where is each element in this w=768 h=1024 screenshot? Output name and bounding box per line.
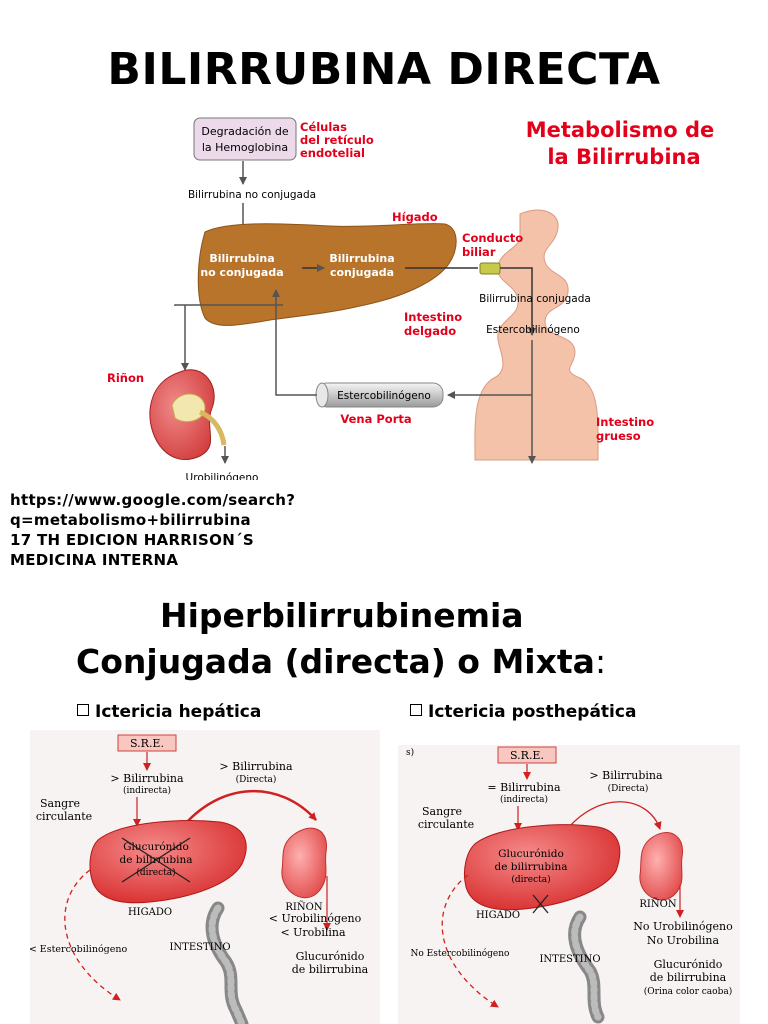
reference-book-line2: MEDICINA INTERNA bbox=[10, 550, 295, 570]
bullet-posthepatic-label: Ictericia posthepática bbox=[428, 702, 636, 722]
left-urine-line2: < Urobilina bbox=[280, 926, 346, 939]
higado-label: Hígado bbox=[392, 210, 438, 224]
left-glucuronido-line1: Glucurónido bbox=[123, 841, 189, 853]
urobilinogen-label: Urobilinógeno bbox=[186, 472, 259, 480]
portal-vein-end bbox=[316, 383, 328, 407]
left-sangre-line1: Sangre bbox=[40, 797, 80, 810]
left-bili-direct-line2: (Directa) bbox=[236, 774, 277, 785]
conducto-label-line2: biliar bbox=[462, 245, 496, 259]
posthepatic-jaundice-diagram: s) S.R.E. = Bilirrubina (indirecta) > Bi… bbox=[398, 745, 740, 1024]
right-urine-line4: de bilirrubina bbox=[650, 971, 727, 984]
left-bili-indirect-line2: (indirecta) bbox=[123, 785, 171, 796]
reference-url-line2[interactable]: q=metabolismo+bilirrubina bbox=[10, 510, 295, 530]
celulas-label-line3: endotelial bbox=[300, 146, 365, 160]
kidney-pelvis bbox=[172, 394, 205, 422]
degradation-label-line2: la Hemoglobina bbox=[202, 141, 288, 154]
right-corner-label: s) bbox=[406, 747, 414, 758]
celulas-label-line2: del retículo bbox=[300, 133, 374, 147]
checkbox-icon bbox=[77, 704, 89, 716]
kidney-shape-left bbox=[282, 828, 327, 898]
left-sangre-line2: circulante bbox=[36, 810, 92, 823]
hepatic-jaundice-diagram: S.R.E. > Bilirrubina (indirecta) > Bilir… bbox=[30, 730, 380, 1024]
bullet-hepatic-label: Ictericia hepática bbox=[95, 702, 261, 722]
stercobilinogen-intestine-label: Estercobilinógeno bbox=[486, 324, 580, 336]
intestino-delgado-line2: delgado bbox=[404, 324, 456, 338]
unconjugated-bilirubin-label: Bilirrubina no conjugada bbox=[188, 189, 316, 201]
celulas-label-line1: Células bbox=[300, 120, 347, 134]
reference-book-line1: 17 TH EDICION HARRISON´S bbox=[10, 530, 295, 550]
right-urine-line5: (Orina color caoba) bbox=[644, 986, 732, 997]
liver-left-label-line2: no conjugada bbox=[200, 266, 283, 279]
bullet-posthepatic: Ictericia posthepática bbox=[410, 702, 636, 722]
right-rinon-label: RIÑON bbox=[639, 898, 676, 910]
left-urine-line4: de bilirrubina bbox=[292, 963, 369, 976]
checkbox-icon bbox=[410, 704, 422, 716]
subtitle-line2: Conjugada (directa) o Mixta: bbox=[76, 642, 606, 681]
right-glucuronido-line2: de bilirrubina bbox=[495, 861, 568, 873]
rinon-label: Riñon bbox=[107, 371, 144, 385]
right-urine-line3: Glucurónido bbox=[654, 958, 723, 971]
liver-right-label-line2: conjugada bbox=[330, 266, 394, 279]
left-urine-line3: Glucurónido bbox=[296, 950, 365, 963]
right-bili-direct-line2: (Directa) bbox=[608, 783, 649, 794]
subtitle-line2-text: Conjugada (directa) o Mixta bbox=[76, 642, 595, 681]
conducto-label-line1: Conducto bbox=[462, 231, 523, 245]
right-glucuronido-line3: (directa) bbox=[511, 874, 550, 885]
liver-left-label-line1: Bilirrubina bbox=[209, 252, 274, 265]
right-urine-line2: No Urobilina bbox=[647, 934, 720, 947]
left-estercobilinogeno: < Estercobilinógeno bbox=[30, 944, 127, 955]
bilirubin-metabolism-diagram: Metabolismo de la Bilirrubina Degradació… bbox=[0, 0, 768, 480]
stercobilinogen-vein-label: Estercobilinógeno bbox=[337, 390, 431, 402]
subtitle-colon: : bbox=[595, 642, 606, 681]
sre-label: S.R.E. bbox=[130, 737, 164, 750]
subtitle-line1: Hiperbilirrubinemia bbox=[160, 596, 524, 635]
liver-right-label-line1: Bilirrubina bbox=[329, 252, 394, 265]
intestino-grueso-line2: grueso bbox=[596, 429, 641, 443]
right-higado-label: HIGADO bbox=[476, 910, 520, 921]
diagram-heading-line2: la Bilirrubina bbox=[547, 145, 700, 169]
intestino-grueso-line1: Intestino bbox=[596, 415, 654, 429]
degradation-label-line1: Degradación de bbox=[201, 125, 288, 138]
right-sangre-line2: circulante bbox=[418, 818, 474, 831]
references: https://www.google.com/search? q=metabol… bbox=[10, 490, 295, 570]
diagram-heading-line1: Metabolismo de bbox=[526, 118, 715, 142]
right-estercobilinogeno: No Estercobilinógeno bbox=[411, 948, 510, 959]
right-sre-label: S.R.E. bbox=[510, 749, 544, 762]
left-bili-indirect-line1: > Bilirrubina bbox=[110, 772, 184, 785]
bullet-hepatic: Ictericia hepática bbox=[77, 702, 261, 722]
right-sangre-line1: Sangre bbox=[422, 805, 462, 818]
right-bili-direct-line1: > Bilirrubina bbox=[589, 769, 663, 782]
right-glucuronido-line1: Glucurónido bbox=[498, 848, 564, 860]
left-urine-line1: < Urobilinógeno bbox=[269, 912, 362, 925]
conjugated-bilirubin-label: Bilirrubina conjugada bbox=[479, 293, 591, 305]
left-bili-direct-line1: > Bilirrubina bbox=[219, 760, 293, 773]
bile-duct-shape bbox=[480, 263, 500, 274]
reference-url-line1[interactable]: https://www.google.com/search? bbox=[10, 490, 295, 510]
left-higado-label: HIGADO bbox=[128, 907, 172, 918]
left-intestino-label: INTESTINO bbox=[169, 942, 230, 953]
kidney-shape-right bbox=[640, 833, 683, 900]
right-bili-indirect-line2: (indirecta) bbox=[500, 794, 548, 805]
intestino-delgado-line1: Intestino bbox=[404, 310, 462, 324]
right-intestino-label: INTESTINO bbox=[539, 954, 600, 965]
right-bili-indirect-line1: = Bilirrubina bbox=[487, 781, 561, 794]
vena-porta-label: Vena Porta bbox=[340, 412, 411, 426]
right-urine-line1: No Urobilinógeno bbox=[633, 920, 733, 933]
